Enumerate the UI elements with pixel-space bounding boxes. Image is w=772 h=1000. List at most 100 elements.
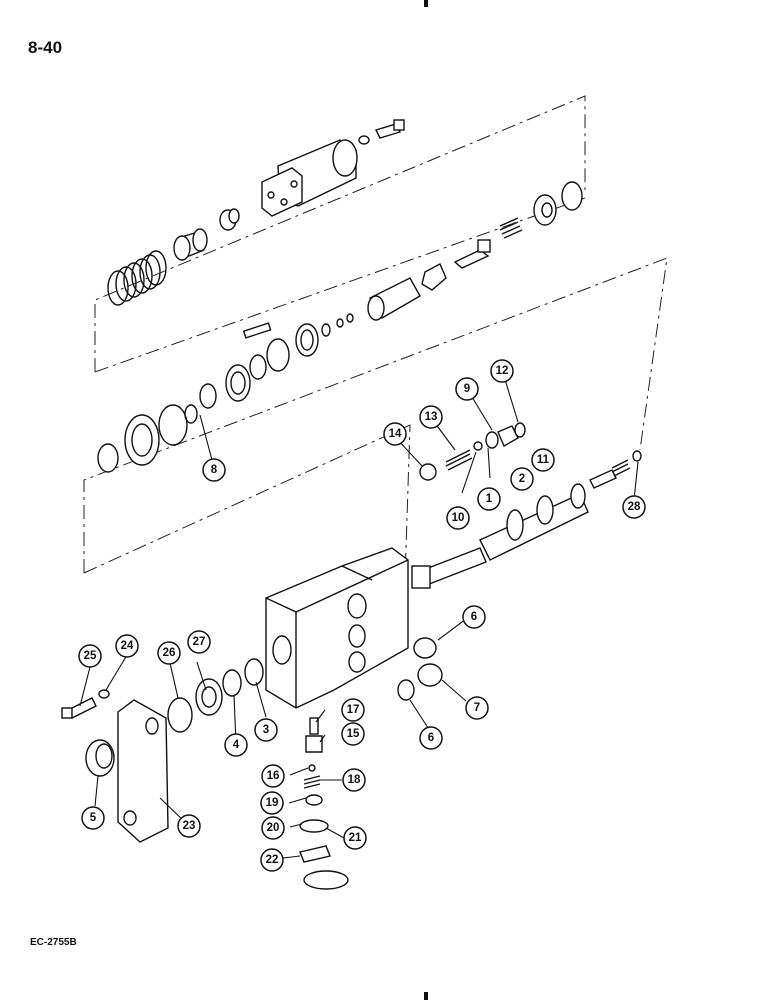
callout-circle xyxy=(261,764,285,788)
callout-number: 15 xyxy=(347,728,360,740)
callout-circle xyxy=(343,826,367,850)
valve-body xyxy=(265,547,409,709)
callout-24: 24 xyxy=(115,634,139,658)
relief-valve-stack xyxy=(299,717,349,890)
callout-1: 1 xyxy=(477,487,501,511)
callout-number: 25 xyxy=(84,650,97,662)
callout-11: 11 xyxy=(531,448,555,472)
callout-circle xyxy=(78,644,102,668)
callout-26: 26 xyxy=(157,641,181,665)
callout-20: 20 xyxy=(261,816,285,840)
callout-circle xyxy=(254,718,278,742)
callout-4: 4 xyxy=(224,733,248,757)
bracket-bolt xyxy=(61,689,110,719)
callout-number: 14 xyxy=(389,428,402,440)
callout-17: 17 xyxy=(341,698,365,722)
callout-16: 16 xyxy=(261,764,285,788)
callout-circle xyxy=(260,791,284,815)
callout-19: 19 xyxy=(260,791,284,815)
callout-circle xyxy=(419,726,443,750)
callout-number: 5 xyxy=(90,812,97,824)
callout-23: 23 xyxy=(177,814,201,838)
callout-number: 28 xyxy=(628,501,641,513)
callout-circle xyxy=(455,377,479,401)
callout-10: 10 xyxy=(446,506,470,530)
callout-circle xyxy=(341,698,365,722)
callout-15: 15 xyxy=(341,722,365,746)
page-number: 8-40 xyxy=(28,38,63,57)
callout-7: 7 xyxy=(465,696,489,720)
upper-right-spool-parts xyxy=(367,181,583,321)
callout-8: 8 xyxy=(202,458,226,482)
callout-number: 11 xyxy=(537,454,550,466)
callout-circle xyxy=(446,506,470,530)
callout-number: 10 xyxy=(452,512,465,524)
callout-number: 21 xyxy=(349,832,362,844)
callout-group: 1234566789101112131415161718192021222324… xyxy=(78,359,646,872)
left-seal-stack xyxy=(97,404,198,473)
large-spring xyxy=(107,250,167,306)
callout-number: 27 xyxy=(193,636,206,648)
callout-number: 7 xyxy=(474,702,480,714)
callout-number: 2 xyxy=(519,473,525,485)
callout-number: 26 xyxy=(163,647,176,659)
middle-seal-rings xyxy=(199,313,354,409)
callout-21: 21 xyxy=(343,826,367,850)
bushing xyxy=(85,739,115,777)
callout-circle xyxy=(419,405,443,429)
housing-bolt xyxy=(358,119,405,145)
callout-circle xyxy=(622,495,646,519)
small-cap xyxy=(219,208,240,231)
callout-circle xyxy=(342,768,366,792)
callout-circle xyxy=(477,487,501,511)
callout-2: 2 xyxy=(510,467,534,491)
callout-number: 6 xyxy=(471,611,477,623)
callout-12: 12 xyxy=(490,359,514,383)
spring-housing xyxy=(261,139,358,217)
callout-number: 6 xyxy=(428,732,434,744)
callout-circle xyxy=(260,848,284,872)
callout-circle xyxy=(224,733,248,757)
assembly-guide-lines xyxy=(83,95,668,581)
callout-number: 18 xyxy=(348,774,361,786)
callout-number: 19 xyxy=(266,797,279,809)
callout-6a: 6 xyxy=(462,605,486,629)
callout-circle xyxy=(261,816,285,840)
callout-number: 13 xyxy=(425,411,438,423)
callout-number: 3 xyxy=(263,724,269,736)
callout-number: 23 xyxy=(183,820,196,832)
spring-seat xyxy=(173,228,208,261)
callout-number: 9 xyxy=(464,383,470,395)
callout-circle xyxy=(177,814,201,838)
callout-18: 18 xyxy=(342,768,366,792)
callout-circle xyxy=(187,630,211,654)
bottom-crop-mark xyxy=(424,992,428,1000)
callout-circle xyxy=(531,448,555,472)
callout-5: 5 xyxy=(81,806,105,830)
callout-circle xyxy=(157,641,181,665)
detent-parts xyxy=(419,422,526,481)
callout-9: 9 xyxy=(455,377,479,401)
callout-number: 20 xyxy=(267,822,280,834)
callout-number: 12 xyxy=(496,365,509,377)
mounting-bracket xyxy=(117,699,169,843)
callout-14: 14 xyxy=(383,422,407,446)
callout-number: 24 xyxy=(121,640,134,652)
callout-circle xyxy=(510,467,534,491)
callout-circle xyxy=(465,696,489,720)
callout-circle xyxy=(115,634,139,658)
callout-circle xyxy=(81,806,105,830)
top-crop-mark xyxy=(424,0,428,7)
callout-number: 4 xyxy=(233,739,240,751)
callout-circle xyxy=(383,422,407,446)
callout-13: 13 xyxy=(419,405,443,429)
callout-number: 22 xyxy=(266,854,279,866)
callout-circle xyxy=(462,605,486,629)
body-o-rings xyxy=(397,637,443,701)
callout-circle xyxy=(202,458,226,482)
callout-circle xyxy=(341,722,365,746)
callout-3: 3 xyxy=(254,718,278,742)
figure-code: EC-2755B xyxy=(30,937,77,948)
callout-number: 16 xyxy=(267,770,280,782)
